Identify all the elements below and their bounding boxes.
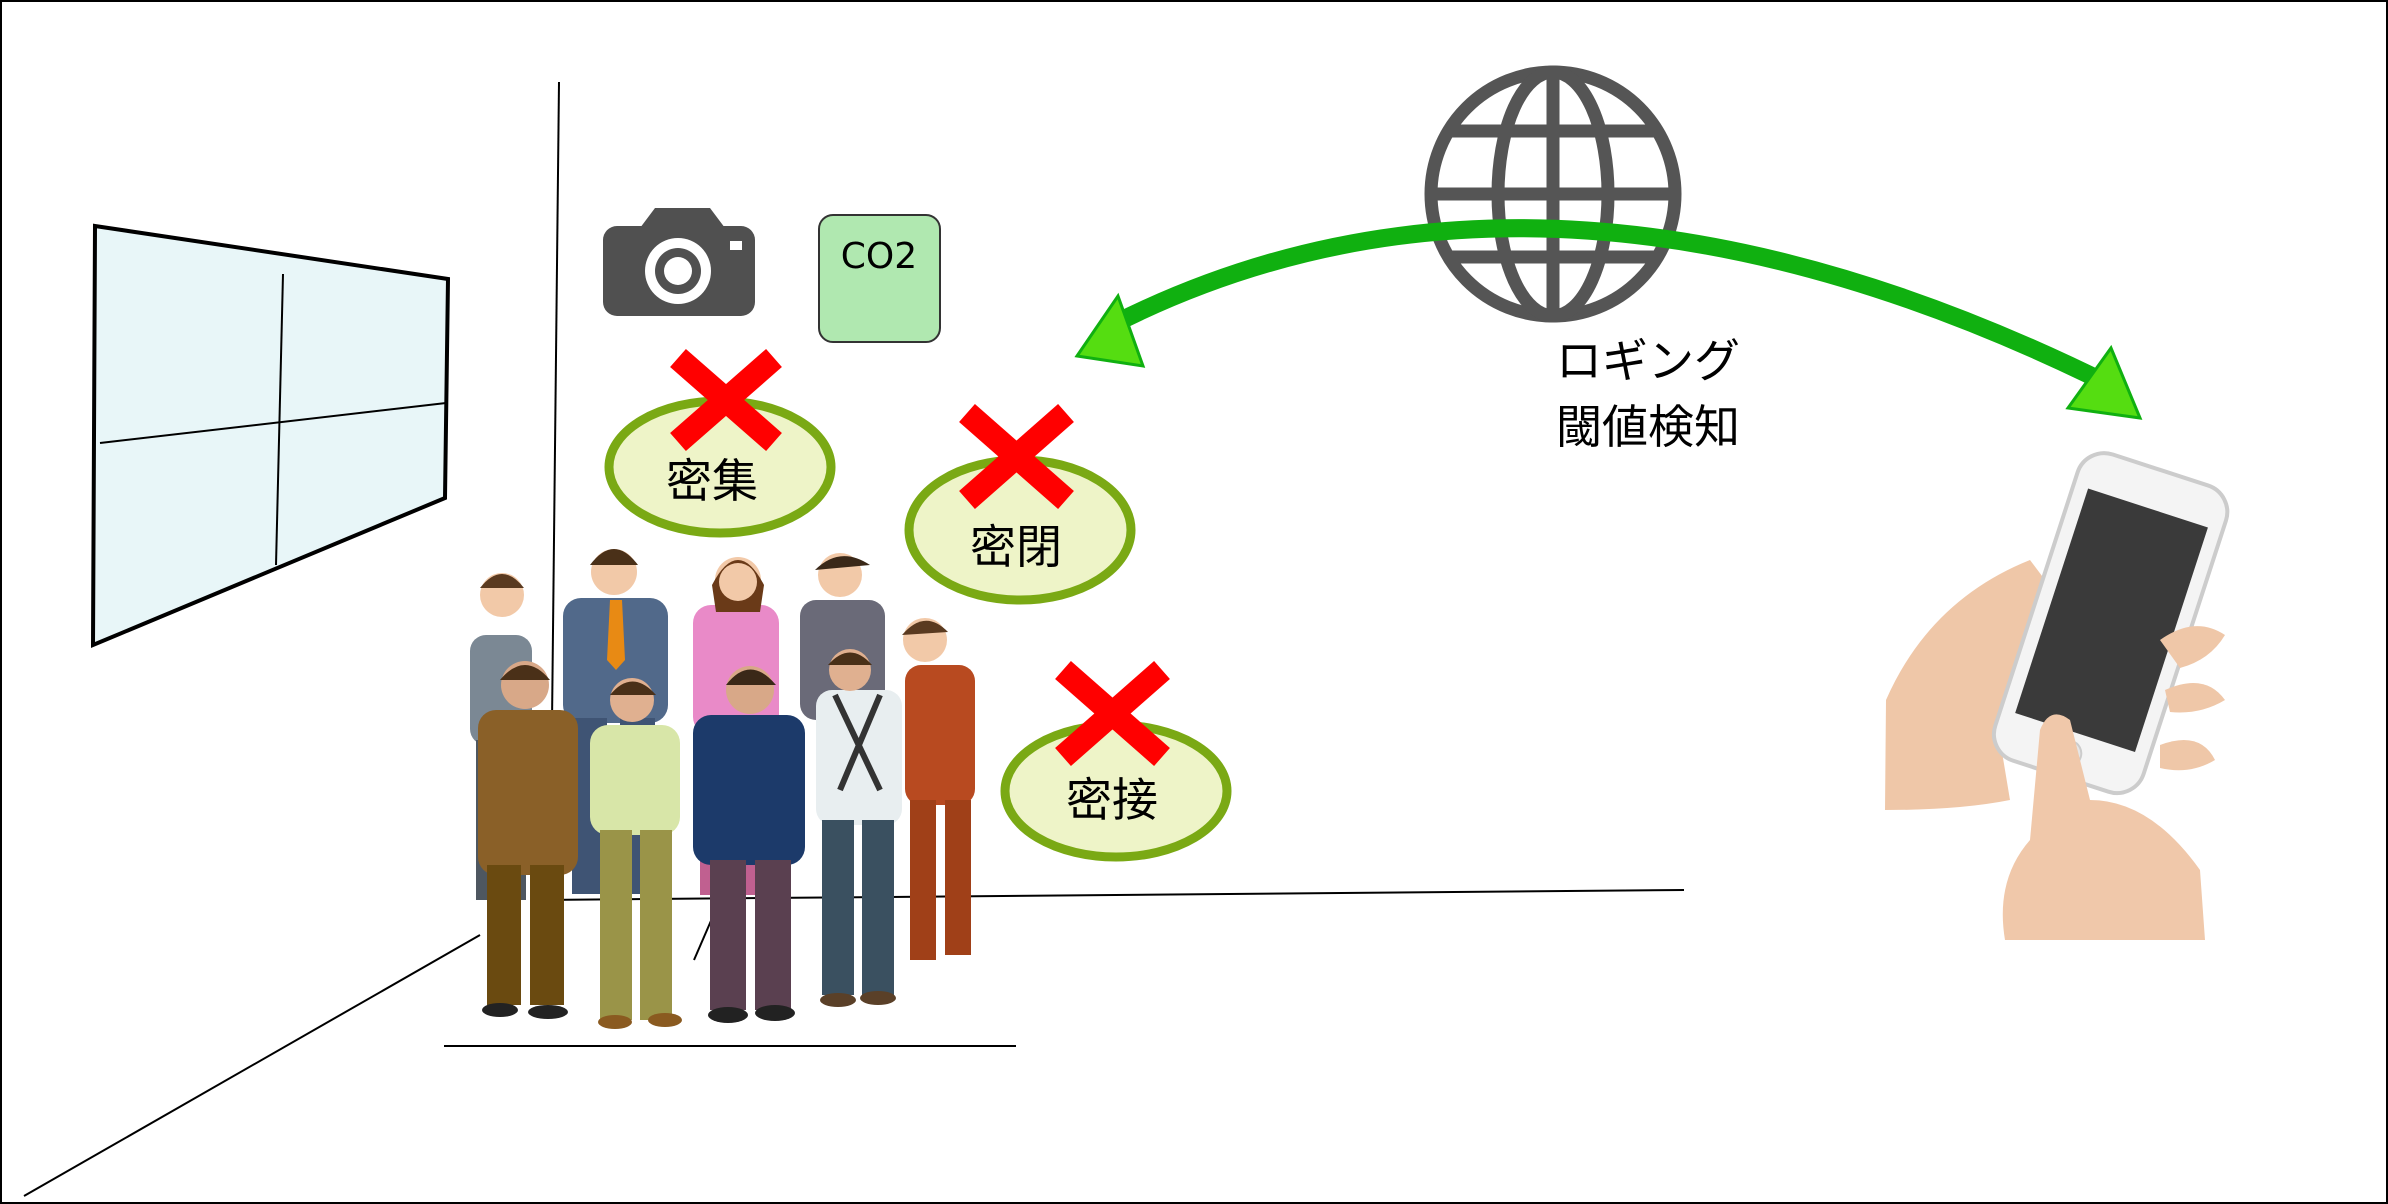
cloud-line-threshold: 閾値検知	[1556, 400, 1740, 454]
condition-label-closed: 密閉	[970, 520, 1062, 574]
condition-label-contact: 密接	[1066, 773, 1158, 827]
co2-sensor: CO2	[819, 215, 940, 342]
co2-label: CO2	[841, 236, 917, 277]
cloud-line-logging: ロギング	[1556, 334, 1740, 388]
co2-box	[819, 215, 940, 342]
globe-icon	[1431, 72, 1675, 316]
condition-label-crowding: 密集	[666, 454, 758, 508]
